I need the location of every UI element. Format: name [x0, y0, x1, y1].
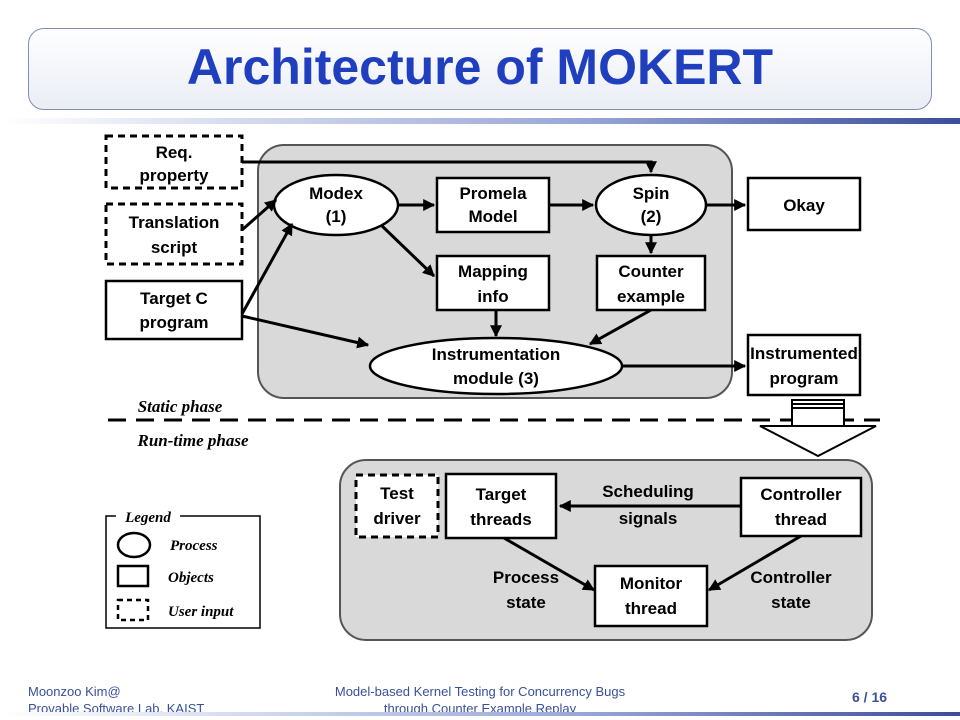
process-state-label-1: Process: [493, 568, 559, 587]
scheduling-signals-label-2: signals: [619, 509, 678, 528]
req-property-label-1: Req.: [156, 143, 193, 162]
instrumented-program-label-2: program: [770, 369, 839, 388]
promela-model-box: [435, 176, 551, 234]
footer-author: Moonzoo Kim@: [28, 684, 121, 699]
arrow-req-to-spin: [242, 160, 657, 174]
title-divider: [0, 118, 960, 124]
legend-objects-label: Objects: [168, 570, 214, 586]
okay-label: Okay: [783, 196, 825, 215]
mapping-info-label-2: info: [477, 287, 508, 306]
arrow-target-to-monitor: [503, 536, 596, 592]
title-banner: [28, 28, 932, 110]
controller-thread-box: [739, 476, 863, 538]
monitor-thread-label-2: thread: [625, 599, 677, 618]
down-arrow-head: [759, 425, 877, 458]
footer-divider: [0, 712, 960, 716]
counter-example-label-2: example: [617, 287, 685, 306]
instrumentation-module-label-2: module (3): [453, 369, 539, 388]
arrow-modex-to-mapping: [379, 223, 436, 278]
spin-label-1: Spin: [633, 184, 670, 203]
legend-user-input-label: User input: [168, 604, 234, 620]
controller-state-label-1: Controller: [750, 568, 832, 587]
instrumented-program-label-1: Instrumented: [750, 344, 858, 363]
target-threads-label-2: threads: [470, 510, 531, 529]
legend-title: Legend: [124, 510, 171, 526]
controller-thread-label-1: Controller: [760, 485, 842, 504]
scheduling-signals-label-1: Scheduling: [602, 482, 694, 501]
modex-label-2: (1): [326, 207, 347, 226]
monitor-thread-box: [593, 564, 709, 628]
legend-objects-symbol: [116, 564, 150, 588]
controller-thread-label-2: thread: [775, 510, 827, 529]
monitor-thread-label-1: Monitor: [620, 574, 683, 593]
arrow-target-to-modex: [240, 222, 294, 315]
spin-label-2: (2): [641, 207, 662, 226]
req-property-label-2: property: [140, 166, 210, 185]
legend-title-bg: [116, 508, 180, 524]
arrow-controller-to-monitor: [707, 534, 802, 592]
counter-example-label-1: Counter: [618, 262, 684, 281]
controller-state-label-2: state: [771, 593, 811, 612]
instrumentation-module-label-1: Instrumentation: [432, 345, 560, 364]
slide-title: Architecture of MOKERT: [186, 39, 774, 95]
translation-script-label-2: script: [151, 238, 198, 257]
mapping-info-label-1: Mapping: [458, 262, 528, 281]
arrow-translation-to-modex: [241, 198, 277, 232]
page-number: 6 / 16: [852, 689, 888, 705]
test-driver-box: [354, 473, 440, 539]
modex-label-1: Modex: [309, 184, 363, 203]
test-driver-label-1: Test: [380, 484, 414, 503]
promela-model-label-2: Model: [468, 207, 517, 226]
mapping-info-box: [435, 254, 551, 312]
okay-box: [746, 176, 862, 232]
legend-process-symbol: [116, 531, 152, 559]
target-c-program-box: [104, 279, 244, 341]
test-driver-label-2: driver: [373, 509, 421, 528]
arrow-target-to-instrumentation: [241, 314, 370, 349]
req-property-box: [104, 134, 244, 190]
footer-talk-line1: Model-based Kernel Testing for Concurren…: [334, 684, 626, 699]
legend-user-input-symbol: [116, 598, 150, 622]
translation-script-box: [104, 202, 244, 266]
counter-example-box: [595, 254, 707, 312]
static-phase-label: Static phase: [138, 397, 223, 416]
target-threads-label-1: Target: [476, 485, 527, 504]
legend-process-label: Process: [170, 538, 218, 554]
runtime-phase-label: Run-time phase: [137, 431, 249, 450]
arrow-counter-to-instrumentation: [588, 308, 652, 346]
instrumented-program-box: [746, 333, 862, 397]
promela-model-label-1: Promela: [459, 184, 527, 203]
target-c-program-label-2: program: [140, 313, 209, 332]
translation-script-label-1: Translation: [129, 213, 220, 232]
target-c-program-label-1: Target C: [140, 289, 208, 308]
target-threads-box: [444, 472, 558, 540]
process-state-label-2: state: [506, 593, 546, 612]
